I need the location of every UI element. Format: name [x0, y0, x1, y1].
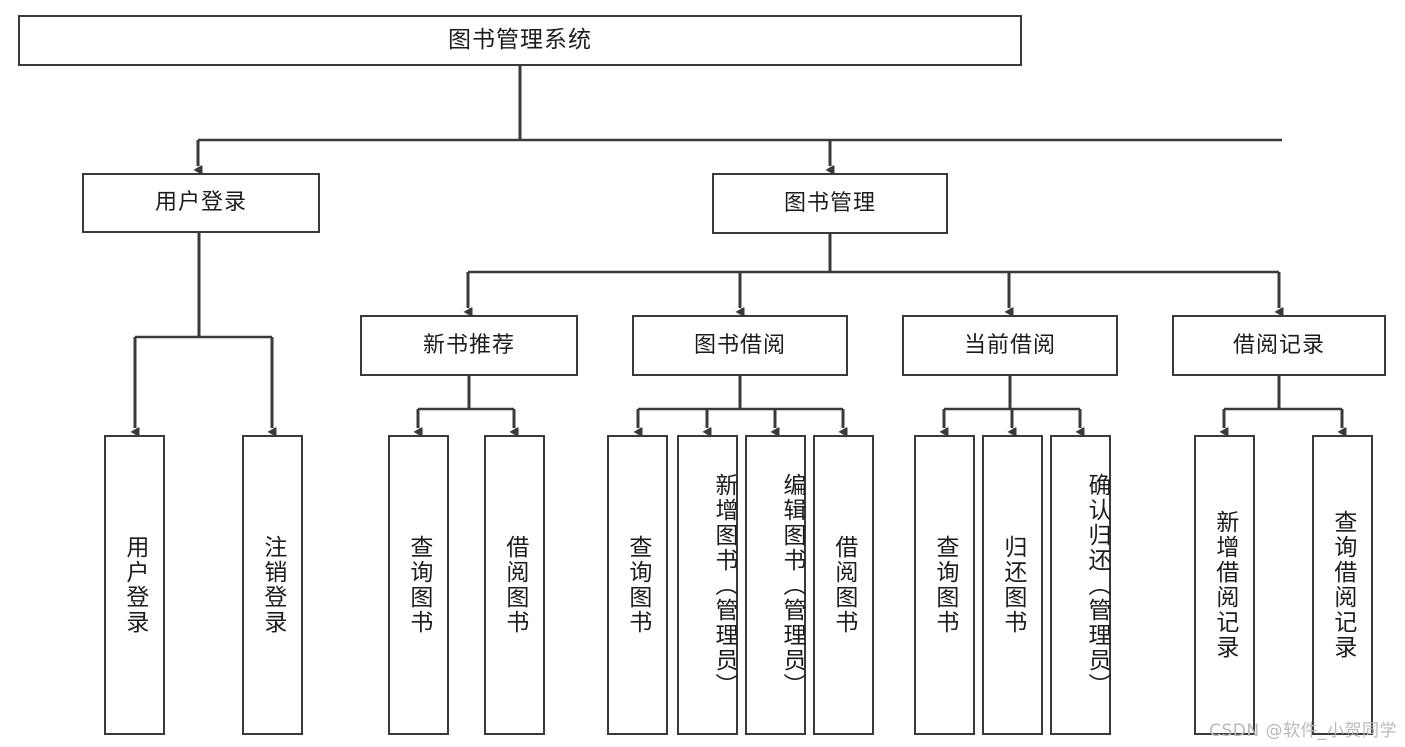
node-label: 借阅记录	[1232, 332, 1325, 358]
leaf-query-book-1[interactable]: 查询图书	[388, 435, 449, 735]
node-label: 新增图书（管理员）	[711, 472, 737, 698]
node-current-borrow[interactable]: 当前借阅	[902, 315, 1118, 376]
node-label: 编辑图书（管理员）	[779, 472, 805, 698]
node-label: 用户登录	[154, 190, 247, 216]
node-label: 图书管理系统	[448, 27, 592, 54]
leaf-query-book-3[interactable]: 查询图书	[914, 435, 975, 735]
node-label: 查询图书	[405, 535, 432, 635]
node-label: 确认归还（管理员）	[1084, 472, 1110, 698]
node-label: 查询图书	[931, 535, 958, 635]
leaf-return-book[interactable]: 归还图书	[982, 435, 1043, 735]
leaf-borrow-book-1[interactable]: 借阅图书	[484, 435, 545, 735]
node-label: 查询图书	[624, 535, 651, 635]
node-label: 查询借阅记录	[1329, 510, 1356, 660]
node-label: 新增借阅记录	[1211, 510, 1238, 660]
node-label: 归还图书	[999, 535, 1026, 635]
leaf-user-logout[interactable]: 注销登录	[242, 435, 303, 735]
node-new-book-recommend[interactable]: 新书推荐	[360, 315, 578, 376]
leaf-add-book[interactable]: 新增图书（管理员）	[677, 435, 738, 735]
node-label: 用户登录	[121, 535, 148, 635]
node-label: 新书推荐	[422, 332, 515, 358]
leaf-borrow-book-2[interactable]: 借阅图书	[813, 435, 874, 735]
node-label: 图书借阅	[693, 332, 786, 358]
leaf-query-record[interactable]: 查询借阅记录	[1312, 435, 1373, 735]
node-user-login[interactable]: 用户登录	[82, 173, 320, 233]
node-label: 借阅图书	[830, 535, 857, 635]
node-book-borrow[interactable]: 图书借阅	[632, 315, 848, 376]
leaf-user-login[interactable]: 用户登录	[104, 435, 165, 735]
node-label: 借阅图书	[501, 535, 528, 635]
node-borrow-record[interactable]: 借阅记录	[1172, 315, 1386, 376]
leaf-edit-book[interactable]: 编辑图书（管理员）	[745, 435, 806, 735]
leaf-add-record[interactable]: 新增借阅记录	[1194, 435, 1255, 735]
node-label: 注销登录	[259, 535, 286, 635]
leaf-query-book-2[interactable]: 查询图书	[607, 435, 668, 735]
node-book-manage[interactable]: 图书管理	[712, 173, 948, 234]
node-root-book-management-system[interactable]: 图书管理系统	[18, 15, 1022, 66]
leaf-confirm-return[interactable]: 确认归还（管理员）	[1050, 435, 1111, 735]
node-label: 当前借阅	[963, 332, 1056, 358]
node-label: 图书管理	[783, 190, 876, 216]
